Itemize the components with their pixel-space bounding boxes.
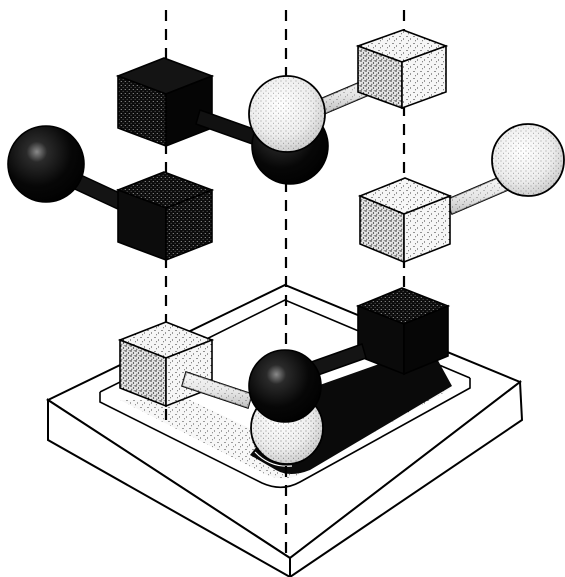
cube-light-middle-right	[357, 177, 453, 264]
rod-bottom-left	[181, 371, 253, 409]
sphere-light-middle-right	[491, 123, 565, 197]
cube-dark-bottom-right	[355, 287, 451, 376]
cube-dark-middle-left	[115, 171, 215, 262]
sphere-dark-bottom	[248, 349, 322, 423]
tray-front-right	[289, 380, 524, 577]
sphere-dark-middle-left	[7, 125, 85, 203]
sphere-light-top	[248, 75, 326, 153]
cube-light-top-right	[355, 29, 449, 110]
cube-light-bottom-left	[117, 321, 215, 408]
tray-front-left	[47, 398, 291, 577]
cube-dark-top-left	[115, 57, 215, 148]
